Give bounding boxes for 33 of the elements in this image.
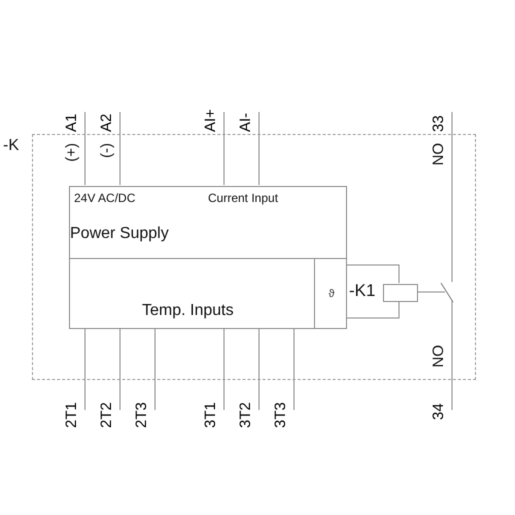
- terminal-label: 2T2: [99, 394, 115, 428]
- terminal-label: AI+: [203, 102, 219, 132]
- terminal-label: 33: [431, 106, 447, 132]
- block-label: Current Input: [208, 191, 278, 205]
- terminal-note: NO: [431, 345, 446, 368]
- terminal-label: 34: [431, 394, 447, 420]
- device-label: -K: [3, 137, 19, 155]
- terminal-note: NO: [431, 143, 446, 166]
- wire: [258, 328, 260, 410]
- terminal-label: 3T1: [203, 394, 219, 428]
- temperature-input-block: [69, 259, 347, 329]
- terminal-label: A2: [99, 106, 115, 132]
- power-supply-block: [69, 186, 347, 259]
- wire: [84, 328, 86, 410]
- terminal-note: (-): [99, 143, 114, 158]
- block-title: Temp. Inputs: [142, 302, 234, 320]
- terminal-note: (+): [64, 143, 79, 162]
- wire: [346, 300, 400, 318]
- wire: [84, 112, 86, 186]
- wire: [154, 328, 156, 410]
- block-label: 24V AC/DC: [74, 191, 136, 205]
- theta-symbol: ϑ: [328, 288, 334, 300]
- terminal-label: 2T3: [134, 394, 150, 428]
- relay-label: -K1: [349, 281, 376, 301]
- terminal-label: 2T1: [64, 394, 80, 428]
- wire: [346, 264, 400, 284]
- terminal-label: 3T2: [238, 394, 254, 428]
- terminal-label: AI-: [238, 106, 254, 132]
- block-title: Power Supply: [70, 225, 169, 243]
- wire: [258, 112, 260, 186]
- relay-coil-symbol: [383, 284, 418, 302]
- terminal-label: A1: [64, 106, 80, 132]
- terminal-label: 3T3: [273, 394, 289, 428]
